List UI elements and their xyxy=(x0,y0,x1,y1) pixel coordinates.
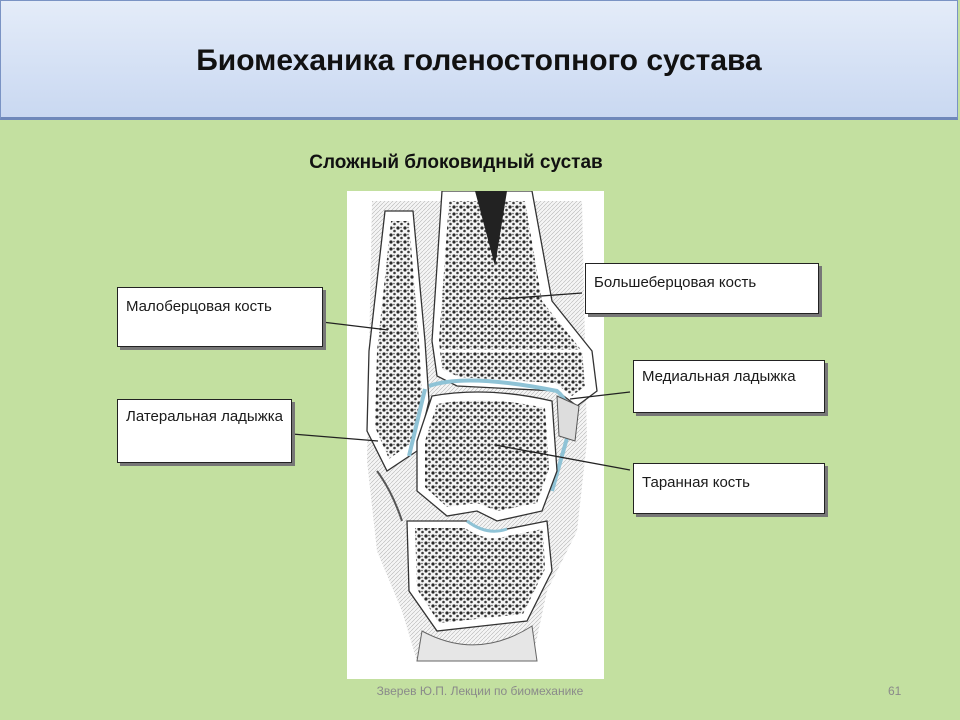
callout-medial-malleolus-label: Медиальная ладыжка xyxy=(642,368,796,385)
callout-talus-label: Таранная кость xyxy=(642,474,750,491)
ankle-joint-section-illustration xyxy=(347,191,604,679)
callout-lateral-malleolus: Латеральная ладыжка xyxy=(117,399,292,463)
callout-tibia-label: Большеберцовая кость xyxy=(594,274,757,291)
callout-tibia: Большеберцовая кость xyxy=(585,263,819,314)
slide-subtitle: Сложный блоковидный сустав xyxy=(309,152,603,173)
callout-medial-malleolus: Медиальная ладыжка xyxy=(633,360,825,413)
callout-talus: Таранная кость xyxy=(633,463,825,514)
page-number: 61 xyxy=(888,684,902,698)
footer-author: Зверев Ю.П. Лекции по биомеханике xyxy=(376,684,584,698)
callout-fibula: Малоберцовая кость xyxy=(117,287,323,347)
header-band xyxy=(0,0,958,120)
slide-title: Биомеханика голеностопного сустава xyxy=(196,44,762,77)
callout-lateral-malleolus-label: Латеральная ладыжка xyxy=(126,408,283,425)
callout-fibula-label: Малоберцовая кость xyxy=(126,298,272,315)
